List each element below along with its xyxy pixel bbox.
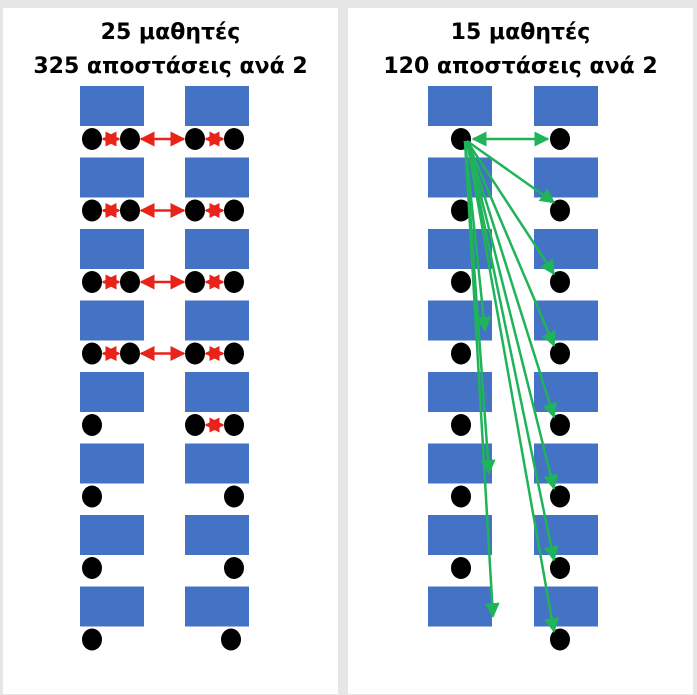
student [120,128,140,150]
panel-15-students: 15 μαθητές 120 αποστάσεις ανά 2 [348,8,693,694]
desk [80,229,144,269]
student [120,199,140,222]
desk [80,86,144,126]
student [224,199,244,222]
student [550,342,570,365]
desk [534,157,598,198]
desk [80,586,144,627]
student [224,557,244,579]
desk [428,229,492,269]
student [82,628,102,651]
panel-title-distances: 325 αποστάσεις ανά 2 [33,54,308,79]
student [185,271,205,293]
desk [534,586,598,627]
desk [534,515,598,555]
student [82,557,102,579]
student [451,342,471,365]
desk [80,157,144,198]
student [185,342,205,365]
student [224,342,244,365]
panel-title-distances: 120 αποστάσεις ανά 2 [383,54,658,79]
desk [185,300,249,341]
student [82,199,102,222]
student [82,485,102,508]
student [550,199,570,222]
desk [428,586,492,627]
classroom-diagram-right [428,86,598,651]
desk [534,372,598,412]
student [550,414,570,436]
student [550,628,570,651]
student [451,414,471,436]
desk [185,157,249,198]
student [550,128,570,150]
student [82,128,102,150]
panel-title-students: 25 μαθητές [100,20,241,45]
student [185,199,205,222]
desk [185,372,249,412]
student [451,271,471,293]
student [451,485,471,508]
student [224,485,244,508]
student [82,271,102,293]
student [82,414,102,436]
student [451,557,471,579]
desk [80,443,144,484]
distance-arrow [465,140,559,562]
desk [185,86,249,126]
distance-arrow [466,139,556,204]
desk [534,229,598,269]
student [221,628,241,651]
panel-title-students: 15 μαθητές [450,20,591,45]
student [120,342,140,365]
distance-arrow [465,140,558,490]
student [224,128,244,150]
desk [428,86,492,126]
student [185,128,205,150]
desk [185,443,249,484]
desk [428,515,492,555]
student [185,414,205,436]
student [120,271,140,293]
distance-arrow [465,140,556,276]
desk [80,300,144,341]
panel-25-students: 25 μαθητές 325 αποστάσεις ανά 2 [3,8,338,694]
desk [534,86,598,126]
student [550,271,570,293]
desk [185,586,249,627]
student [451,199,471,222]
desk [80,372,144,412]
student [550,485,570,508]
desk [80,515,144,555]
distance-arrow [465,140,558,419]
desk [185,515,249,555]
student [224,414,244,436]
classroom-diagram-left [80,86,249,651]
distance-arrow [465,140,556,347]
distance-arrow [465,140,560,633]
student [224,271,244,293]
student [550,557,570,579]
desk [185,229,249,269]
student [82,342,102,365]
distance-arrow [463,140,500,618]
